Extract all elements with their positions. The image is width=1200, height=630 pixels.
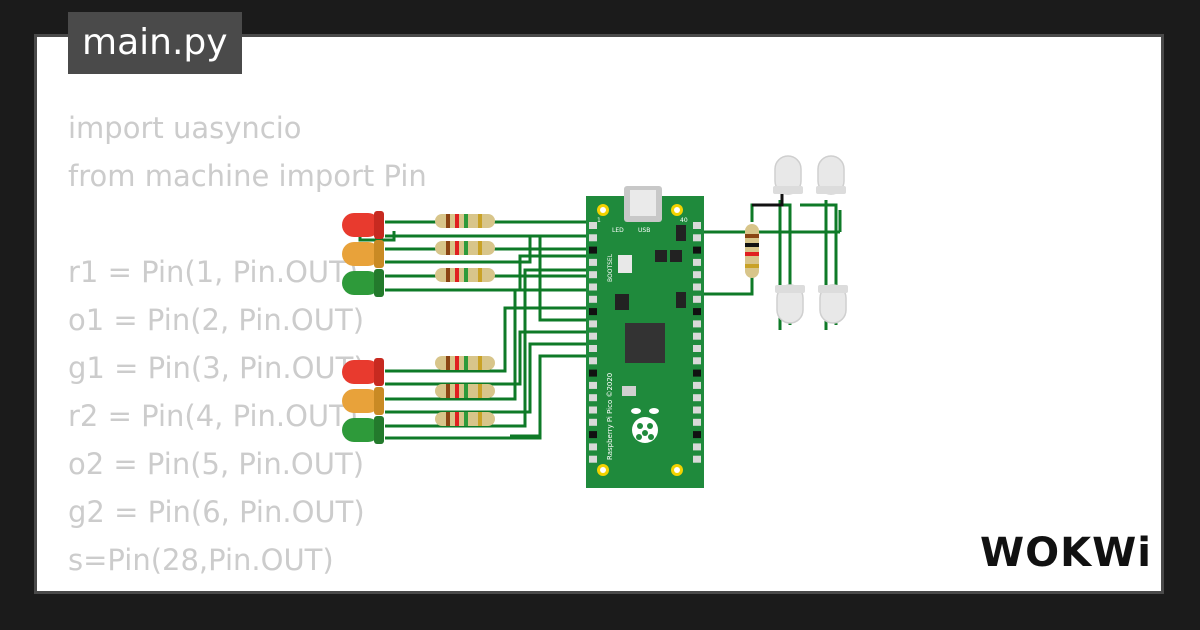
header-pin[interactable] xyxy=(589,345,597,352)
header-pin[interactable] xyxy=(693,394,701,402)
code-line: from machine import Pin xyxy=(68,159,427,193)
header-pin[interactable] xyxy=(693,320,701,328)
pin-label-40: 40 xyxy=(680,217,688,224)
header-pin[interactable] xyxy=(589,271,597,279)
pico-board[interactable]: LED USB 1 40 BOOTSEL Raspberry Pi Pico ©… xyxy=(586,186,704,488)
resistor-vertical xyxy=(745,224,759,278)
wokwi-logo-text: WOKWi xyxy=(980,530,1150,576)
header-pin[interactable] xyxy=(589,455,597,463)
header-pin[interactable] xyxy=(693,283,701,291)
header-pin[interactable] xyxy=(589,431,597,439)
led-red[interactable] xyxy=(342,358,384,386)
header-pin[interactable] xyxy=(693,308,701,316)
code-line xyxy=(68,200,488,248)
led-white[interactable] xyxy=(773,155,803,195)
code-line: g1 = Pin(3, Pin.OUT) xyxy=(68,351,365,385)
pin-header-right xyxy=(693,222,701,463)
rp2040-chip xyxy=(625,323,665,363)
resistor xyxy=(435,384,495,398)
bootsel-label: BOOTSEL xyxy=(607,253,614,282)
header-pin[interactable] xyxy=(589,246,597,254)
header-pin[interactable] xyxy=(589,308,597,316)
led-green[interactable] xyxy=(342,416,384,444)
header-pin[interactable] xyxy=(693,295,701,303)
header-pin[interactable] xyxy=(589,394,597,402)
header-pin[interactable] xyxy=(589,418,597,426)
header-pin[interactable] xyxy=(589,258,597,266)
code-line: pedefer-offP-Pin(1) xyxy=(68,584,488,594)
led-white[interactable] xyxy=(816,155,846,195)
header-pin[interactable] xyxy=(693,222,701,229)
header-pin[interactable] xyxy=(589,406,597,414)
code-line: r1 = Pin(1, Pin.OUT) xyxy=(68,255,359,289)
header-pin[interactable] xyxy=(589,283,597,291)
led-label: LED xyxy=(612,227,624,234)
led-orange[interactable] xyxy=(342,240,384,268)
header-pin[interactable] xyxy=(589,332,597,340)
header-pin[interactable] xyxy=(693,357,701,365)
led-white[interactable] xyxy=(775,284,805,324)
header-pin[interactable] xyxy=(693,258,701,266)
header-pin[interactable] xyxy=(589,320,597,328)
raspberry-logo-icon xyxy=(631,408,659,443)
code-line: import uasyncio xyxy=(68,111,302,145)
header-pin[interactable] xyxy=(693,418,701,426)
header-pin[interactable] xyxy=(693,246,701,254)
resistor xyxy=(435,241,495,255)
header-pin[interactable] xyxy=(589,295,597,303)
code-line: g2 = Pin(6, Pin.OUT) xyxy=(68,495,365,529)
pin-label-1: 1 xyxy=(597,217,601,224)
header-pin[interactable] xyxy=(589,443,597,451)
led-white[interactable] xyxy=(818,284,848,324)
board-name: Raspberry Pi Pico ©2020 xyxy=(606,373,614,460)
header-pin[interactable] xyxy=(693,369,701,377)
header-pin[interactable] xyxy=(693,443,701,451)
header-pin[interactable] xyxy=(589,234,597,242)
led-red[interactable] xyxy=(342,211,384,239)
bootsel-button[interactable] xyxy=(618,255,632,273)
resistor xyxy=(435,412,495,426)
header-pin[interactable] xyxy=(693,406,701,414)
resistor xyxy=(435,214,495,228)
led-orange[interactable] xyxy=(342,387,384,415)
header-pin[interactable] xyxy=(589,381,597,389)
usb-label: USB xyxy=(638,227,650,234)
header-pin[interactable] xyxy=(693,381,701,389)
code-line: s=Pin(28,Pin.OUT) xyxy=(68,543,334,577)
wire-black xyxy=(752,190,784,207)
code-line: r2 = Pin(4, Pin.OUT) xyxy=(68,399,359,433)
code-line: o1 = Pin(2, Pin.OUT) xyxy=(68,303,365,337)
wokwi-logo[interactable]: WOKWi xyxy=(978,528,1150,578)
header-pin[interactable] xyxy=(693,271,701,279)
header-pin[interactable] xyxy=(589,222,597,229)
code-line: o2 = Pin(5, Pin.OUT) xyxy=(68,447,365,481)
header-pin[interactable] xyxy=(693,234,701,242)
header-pin[interactable] xyxy=(693,332,701,340)
code-preview: import uasyncio from machine import Pin r1… xyxy=(68,104,488,594)
header-pin[interactable] xyxy=(589,369,597,377)
header-pin[interactable] xyxy=(693,345,701,352)
header-pin[interactable] xyxy=(693,431,701,439)
file-tab[interactable]: main.py xyxy=(68,12,242,74)
header-pin[interactable] xyxy=(589,357,597,365)
resistor xyxy=(435,268,495,282)
pin-header-left xyxy=(589,222,597,463)
led-green[interactable] xyxy=(342,269,384,297)
resistor xyxy=(435,356,495,370)
header-pin[interactable] xyxy=(693,455,701,463)
